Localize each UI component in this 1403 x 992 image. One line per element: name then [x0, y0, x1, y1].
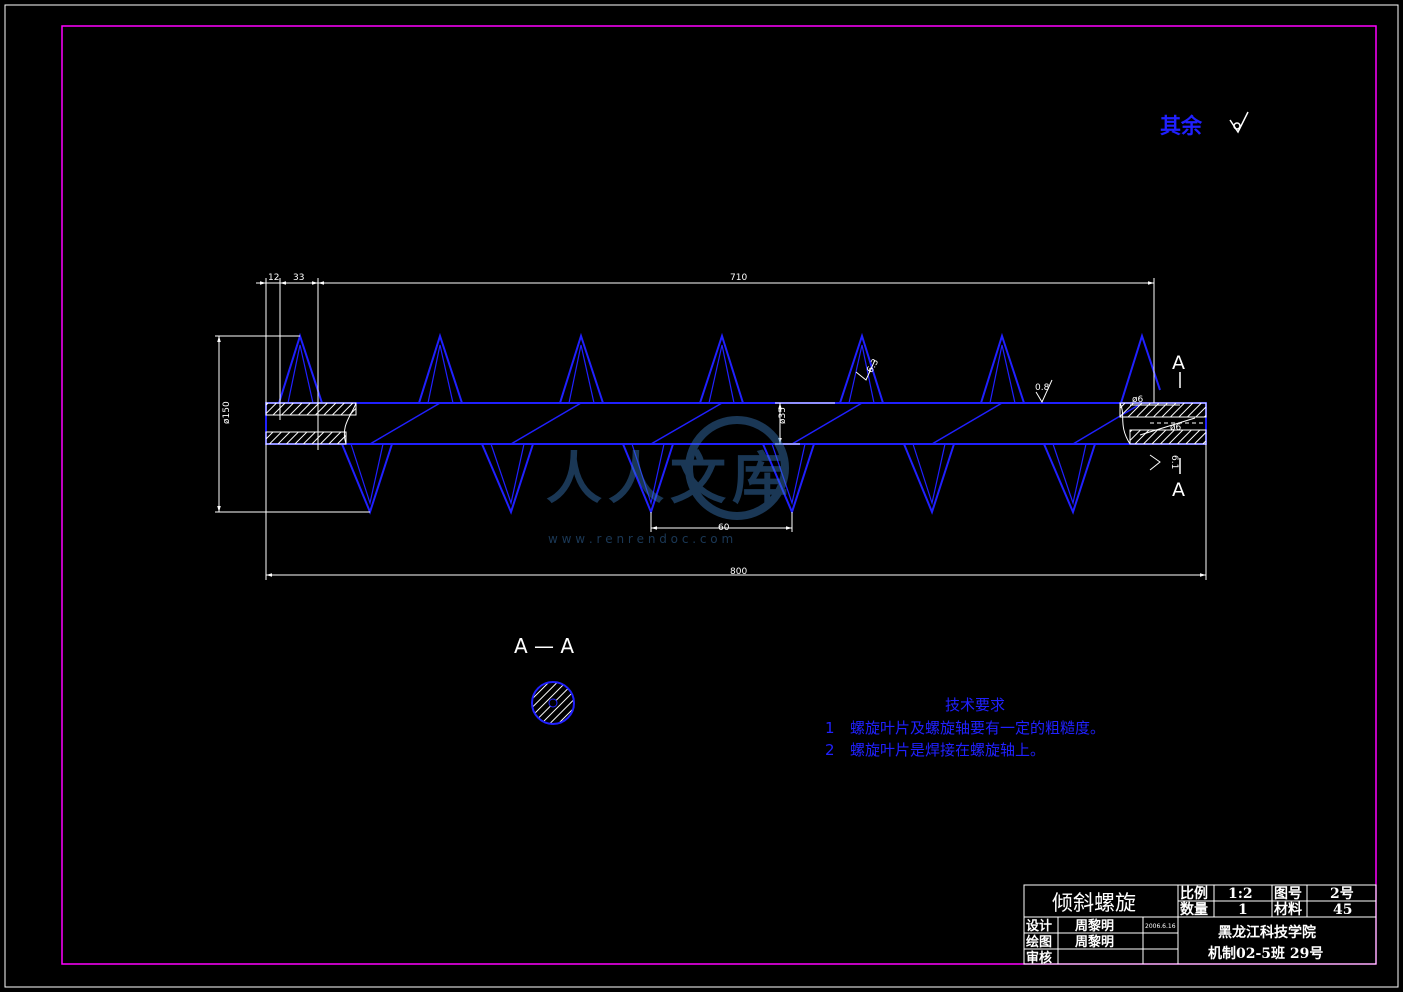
tb-qty-value: 1	[1238, 902, 1248, 918]
dim-60: 60	[718, 523, 730, 533]
section-view	[531, 681, 575, 725]
dim-35: ø35	[778, 407, 788, 424]
dim-150: ø150	[222, 401, 232, 424]
watermark-brand: 人人文库	[546, 446, 794, 512]
section-mark-top: A	[1172, 352, 1185, 374]
section-mark-bottom: A	[1172, 479, 1185, 501]
tb-design-date: 2006.6.16	[1145, 923, 1176, 930]
tech-item-1-num: 1	[825, 719, 835, 737]
screw-shaft	[265, 402, 1207, 445]
watermark: 人人文库 w w w . r e n r e n d o c . c o m	[546, 416, 794, 546]
tech-item-2-text: 螺旋叶片是焊接在螺旋轴上。	[850, 741, 1045, 759]
tb-part-name: 倾斜螺旋	[1052, 891, 1136, 915]
tb-school: 黑龙江科技学院	[1218, 924, 1316, 941]
section-title: A — A	[514, 634, 574, 658]
drawing-border	[61, 25, 1377, 965]
tb-drawing-no-value: 2号	[1330, 886, 1354, 902]
tb-material-value: 45	[1333, 902, 1352, 918]
dim-12: 12	[268, 273, 279, 283]
tb-draw-name: 周黎明	[1075, 934, 1114, 950]
tb-qty-label: 数量	[1180, 901, 1208, 918]
tb-drawing-no-label: 图号	[1274, 886, 1302, 902]
dim-710: 710	[730, 273, 747, 283]
tech-item-1-text: 螺旋叶片及螺旋轴要有一定的粗糙度。	[850, 719, 1105, 737]
title-block	[1023, 884, 1377, 965]
dim-6b: ø6	[1170, 423, 1182, 433]
dim-r-shaft: 0.8	[1035, 383, 1050, 393]
dim-r-flight: 6.3	[865, 358, 881, 375]
tech-item-2-num: 2	[825, 741, 835, 759]
dim-6a: ø6	[1132, 395, 1144, 405]
tb-design-name: 周黎明	[1075, 918, 1114, 934]
tb-draw-label: 绘图	[1026, 934, 1052, 950]
tb-scale-value: 1:2	[1228, 886, 1253, 902]
tb-class-info: 机制02-5班 29号	[1208, 945, 1323, 962]
tb-design-label: 设计	[1026, 918, 1052, 934]
dim-33: 33	[293, 273, 304, 283]
tb-scale-label: 比例	[1180, 885, 1208, 902]
dim-800: 800	[730, 567, 747, 577]
surface-mark-label: 其余	[1160, 113, 1203, 138]
tb-material-label: 材料	[1274, 901, 1302, 918]
dim-r-end: 6.1	[1169, 455, 1179, 469]
tb-check-label: 审核	[1026, 950, 1052, 966]
outer-frame	[4, 4, 1399, 988]
dimension-lines	[215, 278, 1207, 580]
tech-title: 技术要求	[945, 696, 1005, 714]
roughness-check-icon	[1229, 111, 1249, 134]
watermark-url: w w w . r e n r e n d o c . c o m	[548, 532, 733, 546]
